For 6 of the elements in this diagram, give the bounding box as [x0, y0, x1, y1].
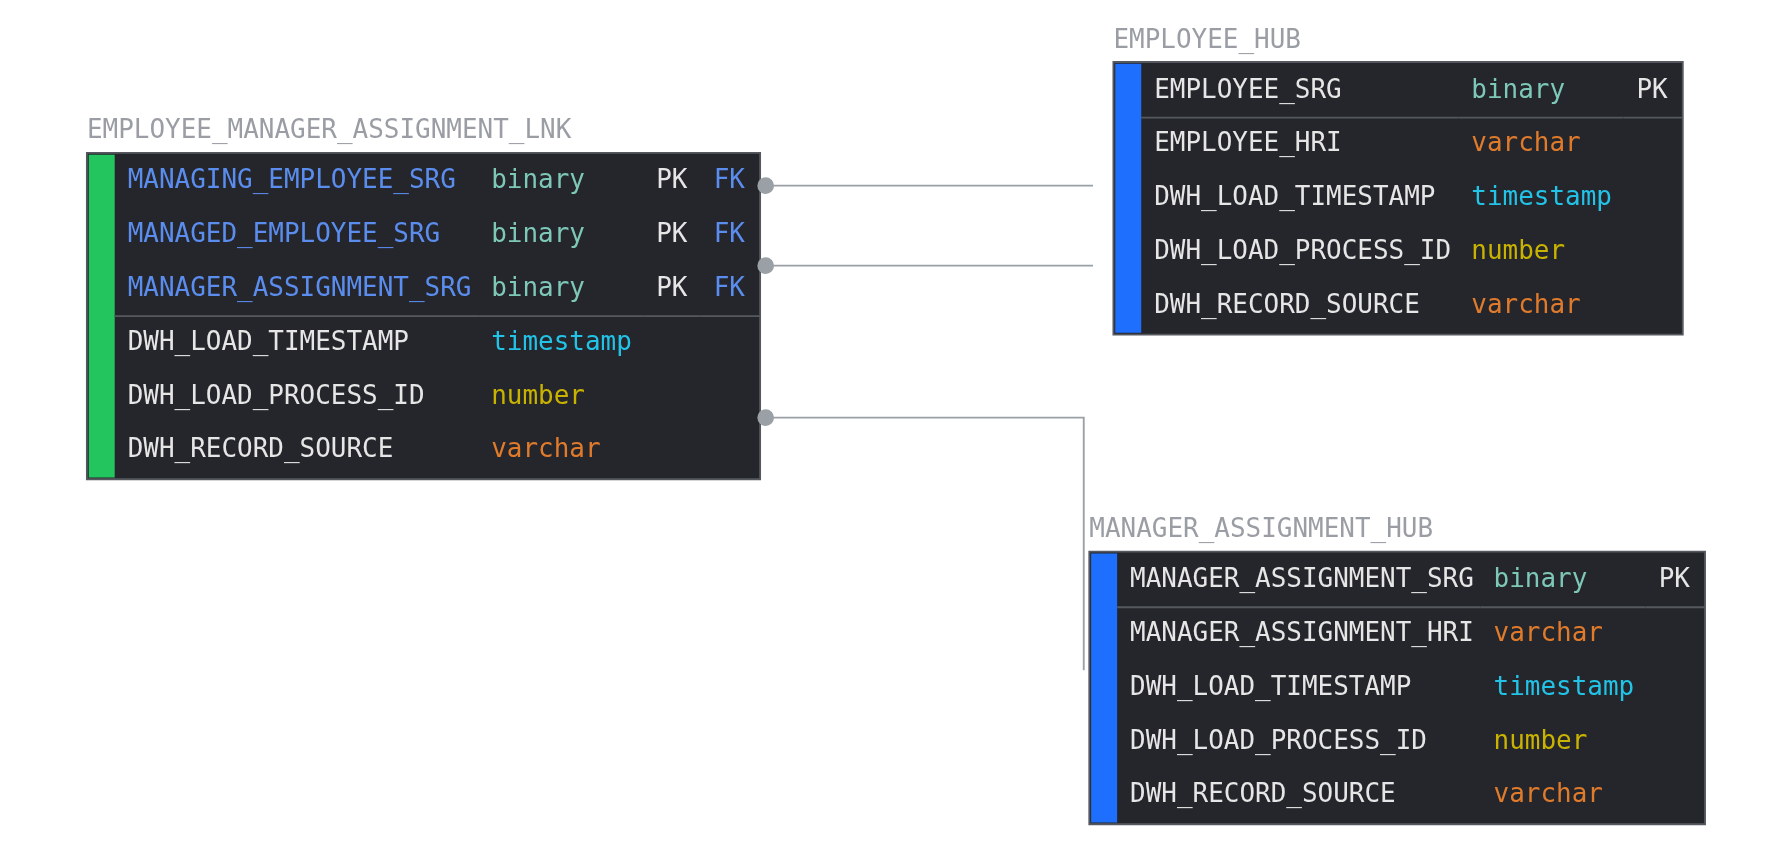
node-label: EMPLOYEE_HUB	[1112, 23, 1301, 54]
node-label: MANAGER_ASSIGNMENT_HUB	[1088, 513, 1433, 544]
connector	[756, 409, 1085, 672]
node-label: EMPLOYEE_MANAGER_ASSIGNMENT_LNK	[86, 114, 571, 145]
connector	[756, 257, 1094, 275]
connector	[756, 177, 1094, 194]
